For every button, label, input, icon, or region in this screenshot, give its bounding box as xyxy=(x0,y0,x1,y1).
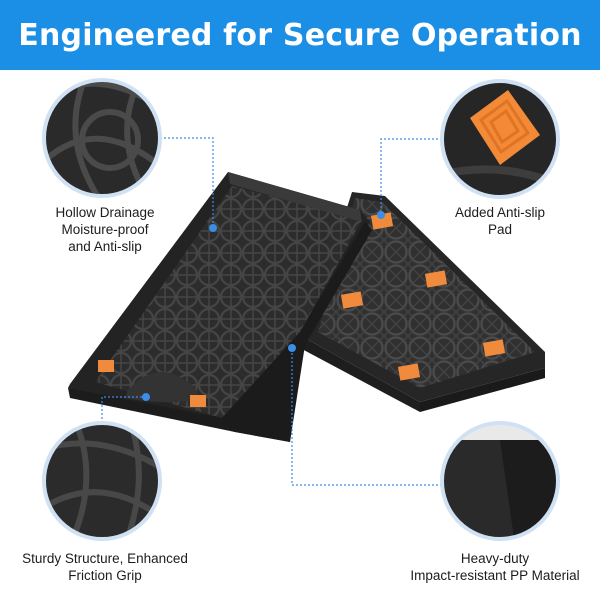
orange-anti-slip-pads xyxy=(340,212,506,381)
callout-label-pp-material: Heavy-duty Impact-resistant PP Material xyxy=(410,551,580,583)
callout-leaders xyxy=(101,137,442,486)
anti-slip-pad-closeup-icon xyxy=(440,79,560,199)
drainage-grid-closeup-icon xyxy=(42,78,162,198)
callout-label-anti-slip-pad: Added Anti-slip Pad xyxy=(454,205,546,237)
front-wheel-chock xyxy=(68,172,372,442)
sturdy-structure-closeup-icon xyxy=(42,421,162,541)
title-banner: Engineered for Secure Operation xyxy=(0,0,600,70)
pp-material-closeup-icon xyxy=(440,421,560,541)
callout-label-sturdy-structure: Sturdy Structure, Enhanced Friction Grip xyxy=(22,551,188,583)
page-title: Engineered for Secure Operation xyxy=(18,17,582,53)
callout-dots xyxy=(142,211,385,401)
callout-label-drainage: Hollow Drainage Moisture-proof and Anti-… xyxy=(55,205,155,254)
